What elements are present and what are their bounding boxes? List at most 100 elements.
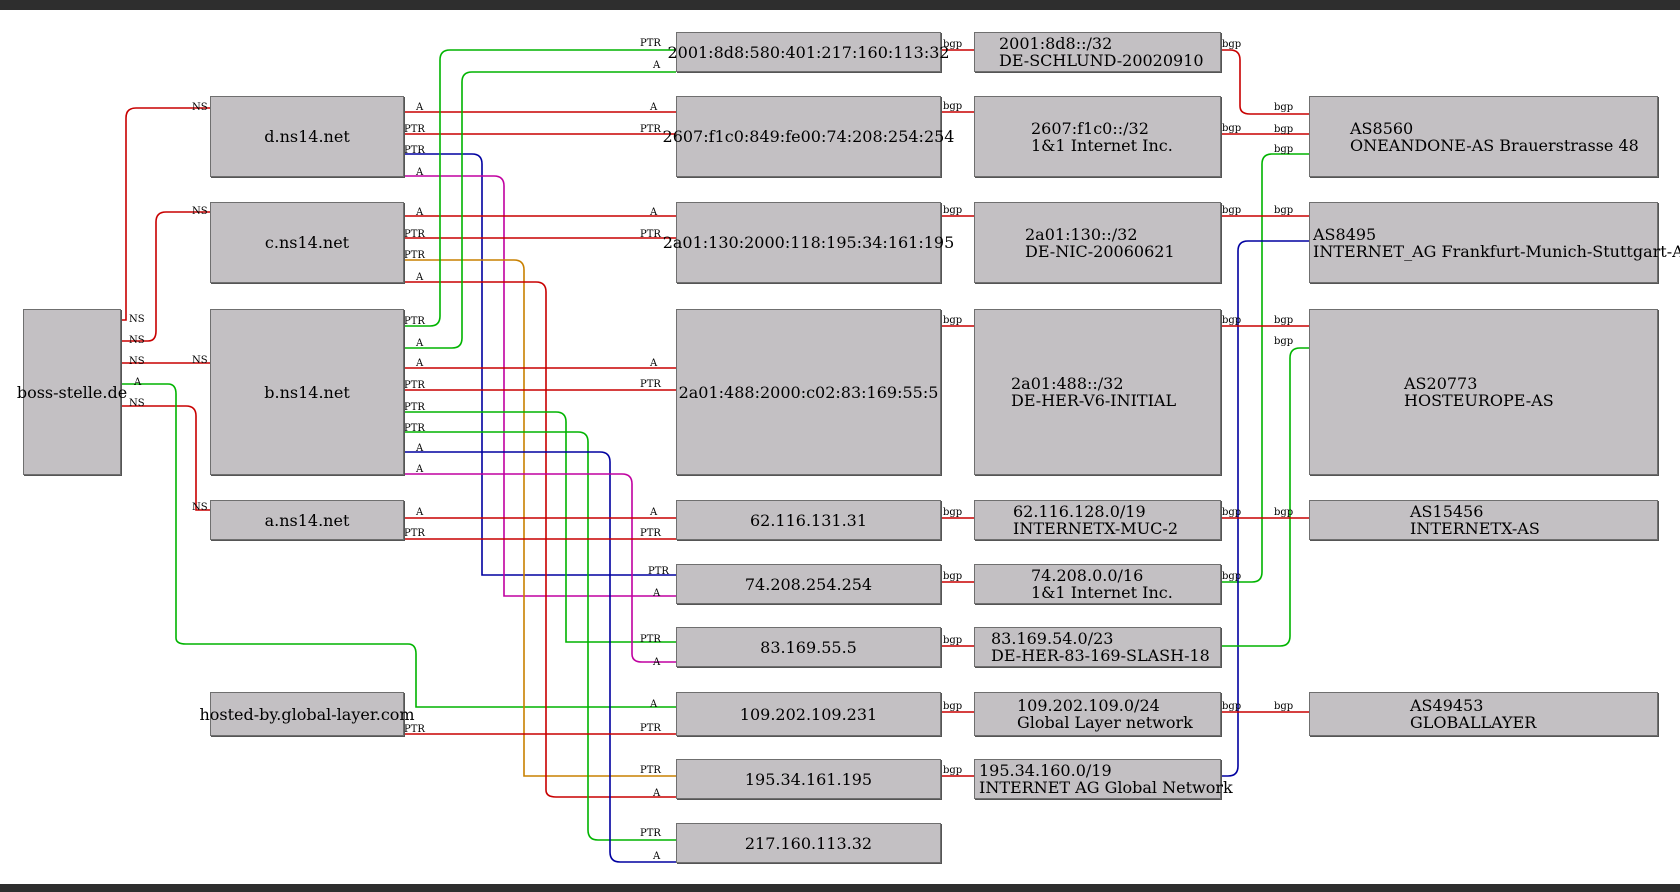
edge-label-bgp: bgp xyxy=(943,701,962,712)
node-ip-195-34-161-195[interactable]: 195.34.161.195 xyxy=(676,759,941,799)
edge-label-bgp: bgp xyxy=(1222,507,1241,518)
edge-label-a: A xyxy=(649,358,658,369)
node-ip-74-208-254-254[interactable]: 74.208.254.254 xyxy=(676,564,941,604)
edge-a-c-195 xyxy=(404,281,676,798)
node-label-line: d.ns14.net xyxy=(264,127,350,146)
edge-label-bgp: bgp xyxy=(943,39,962,50)
edge-label-ptr: PTR xyxy=(404,145,425,156)
node-c-ns14-net[interactable]: c.ns14.net xyxy=(210,202,404,283)
node-label-line: DE-SCHLUND-20020910 xyxy=(999,51,1204,70)
edge-ptr-c-195 xyxy=(404,259,676,777)
edge-label-a: A xyxy=(415,207,424,218)
node-label-line: 74.208.254.254 xyxy=(744,574,873,594)
edge-label-ns: NS xyxy=(129,398,145,409)
edge-bgp-net-74 xyxy=(1221,153,1309,583)
edge-a-b-217 xyxy=(404,451,676,863)
edge-label-a: A xyxy=(649,699,658,710)
edge-label-ns: NS xyxy=(192,355,208,366)
edge-label-bgp: bgp xyxy=(1274,336,1293,347)
node-ip-2a01-130-2000[interactable]: 2a01:130:2000:118:195:34:161:195 xyxy=(663,202,954,283)
node-ip-83-169-55-5[interactable]: 83.169.55.5 xyxy=(676,627,941,667)
node-ip-2a01-488-2000[interactable]: 2a01:488:2000:c02:83:169:55:5 xyxy=(676,309,941,475)
node-ip-2607-f1c0-849[interactable]: 2607:f1c0:849:fe00:74:208:254:254 xyxy=(663,96,954,177)
node-label-line: 2001:8d8:580:401:217:160:113:32 xyxy=(667,42,950,62)
node-label-line: boss-stelle.de xyxy=(16,382,128,402)
edge-label-ptr: PTR xyxy=(404,124,425,135)
edge-label-ptr: PTR xyxy=(640,379,661,390)
edge-label-ns: NS xyxy=(192,102,208,113)
edge-label-bgp: bgp xyxy=(943,315,962,326)
node-label-line: 195.34.160.0/19 xyxy=(979,761,1112,780)
edge-label-bgp: bgp xyxy=(943,571,962,582)
node-a-ns14-net[interactable]: a.ns14.net xyxy=(210,500,404,540)
node-d-ns14-net[interactable]: d.ns14.net xyxy=(210,96,404,177)
edge-ptr-b-83 xyxy=(404,411,676,643)
edge-ns-d xyxy=(121,107,210,321)
node-label-line: ONEANDONE-AS Brauerstrasse 48 xyxy=(1350,135,1639,155)
node-label-line: 2a01:130::/32 xyxy=(1025,224,1138,244)
edge-label-a: A xyxy=(415,102,424,113)
node-hosted-by-global-layer[interactable]: hosted-by.global-layer.com xyxy=(199,692,415,736)
edge-label-a: A xyxy=(415,443,424,454)
node-label-line: HOSTEUROPE-AS xyxy=(1404,391,1554,410)
edge-label-ptr: PTR xyxy=(404,250,425,261)
node-ip-62-116-131-31[interactable]: 62.116.131.31 xyxy=(676,500,941,540)
node-label-line: a.ns14.net xyxy=(264,510,350,530)
edge-ptr-b-217 xyxy=(404,431,676,841)
edge-label-bgp: bgp xyxy=(1274,205,1293,216)
node-ip-109-202-109-231[interactable]: 109.202.109.231 xyxy=(676,692,941,736)
node-label-line: 74.208.0.0/16 xyxy=(1031,566,1144,585)
node-label-line: 2a01:488:2000:c02:83:169:55:5 xyxy=(678,382,939,402)
edge-ptr-d-74 xyxy=(404,153,676,576)
node-label-line: AS49453 xyxy=(1410,696,1484,715)
edge-label-ptr: PTR xyxy=(404,724,425,735)
edge-label-bgp: bgp xyxy=(1222,571,1241,582)
edge-label-ns: NS xyxy=(192,502,208,513)
edge-label-ptr: PTR xyxy=(640,723,661,734)
edge-label-bgp: bgp xyxy=(1274,507,1293,518)
edge-label-ptr: PTR xyxy=(404,316,425,327)
edge-label-ptr: PTR xyxy=(640,124,661,135)
edge-label-bgp: bgp xyxy=(1274,124,1293,135)
node-label-line: 195.34.161.195 xyxy=(744,769,873,789)
node-label-line: 217.160.113.32 xyxy=(744,833,873,853)
edge-label-a: A xyxy=(415,507,424,518)
edge-label-a: A xyxy=(415,167,424,178)
edge-label-a: A xyxy=(652,588,661,599)
edge-ns-a xyxy=(121,405,210,511)
edge-label-bgp: bgp xyxy=(1222,123,1241,134)
node-label-line: AS20773 xyxy=(1404,374,1478,393)
edge-label-ptr: PTR xyxy=(648,566,669,577)
edge-label-bgp: bgp xyxy=(1274,102,1293,113)
node-label-line: 1&1 Internet Inc. xyxy=(1031,583,1173,602)
node-label-line: INTERNET AG Global Network xyxy=(979,778,1233,797)
node-label-line: AS15456 xyxy=(1410,502,1484,521)
node-boss-stelle-de[interactable]: boss-stelle.de xyxy=(17,309,127,475)
edge-layer: NSNSNSNSNSNSNSNSAAPTRPTRAAPTRPTRAAPTRPTR… xyxy=(121,38,1309,863)
edge-ns-c xyxy=(121,211,210,342)
node-ip-217-160-113-32[interactable]: 217.160.113.32 xyxy=(676,823,941,863)
edge-label-a: A xyxy=(649,207,658,218)
node-label-line: 83.169.55.5 xyxy=(760,637,857,657)
node-ip-2001-8d8-580[interactable]: 2001:8d8:580:401:217:160:113:32 xyxy=(667,32,950,72)
edge-label-bgp: bgp xyxy=(1222,701,1241,712)
edge-bgp-net-v6-1 xyxy=(1221,49,1309,115)
node-label-line: 62.116.131.31 xyxy=(749,510,868,530)
node-label-line: hosted-by.global-layer.com xyxy=(199,704,415,724)
node-b-ns14-net[interactable]: b.ns14.net xyxy=(210,309,404,475)
